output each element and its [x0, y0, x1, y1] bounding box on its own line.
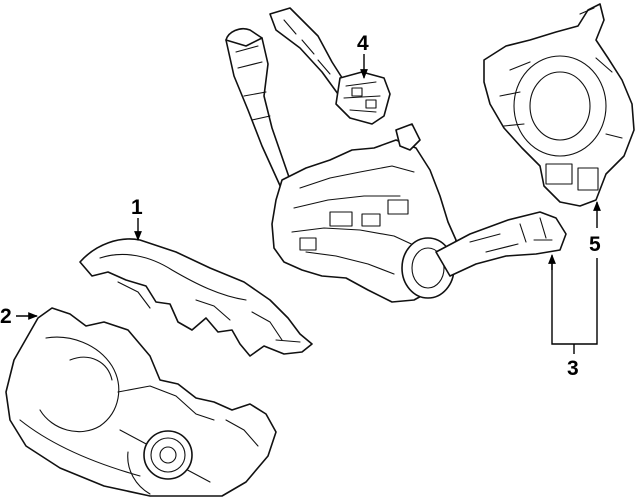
- callout-4: 4: [357, 32, 369, 55]
- leader-lines: [16, 54, 601, 354]
- small-switch-module: [335, 71, 391, 125]
- callout-1: 1: [131, 196, 143, 219]
- upper-column-shroud: [79, 238, 313, 357]
- lower-column-shroud: [5, 307, 277, 497]
- callout-2: 2: [0, 305, 12, 328]
- leader-3-bracket: [551, 258, 598, 345]
- callout-5: 5: [589, 233, 601, 256]
- clock-spring: [483, 3, 635, 207]
- callout-3: 3: [567, 357, 579, 380]
- combination-switch-assembly: [225, 7, 567, 303]
